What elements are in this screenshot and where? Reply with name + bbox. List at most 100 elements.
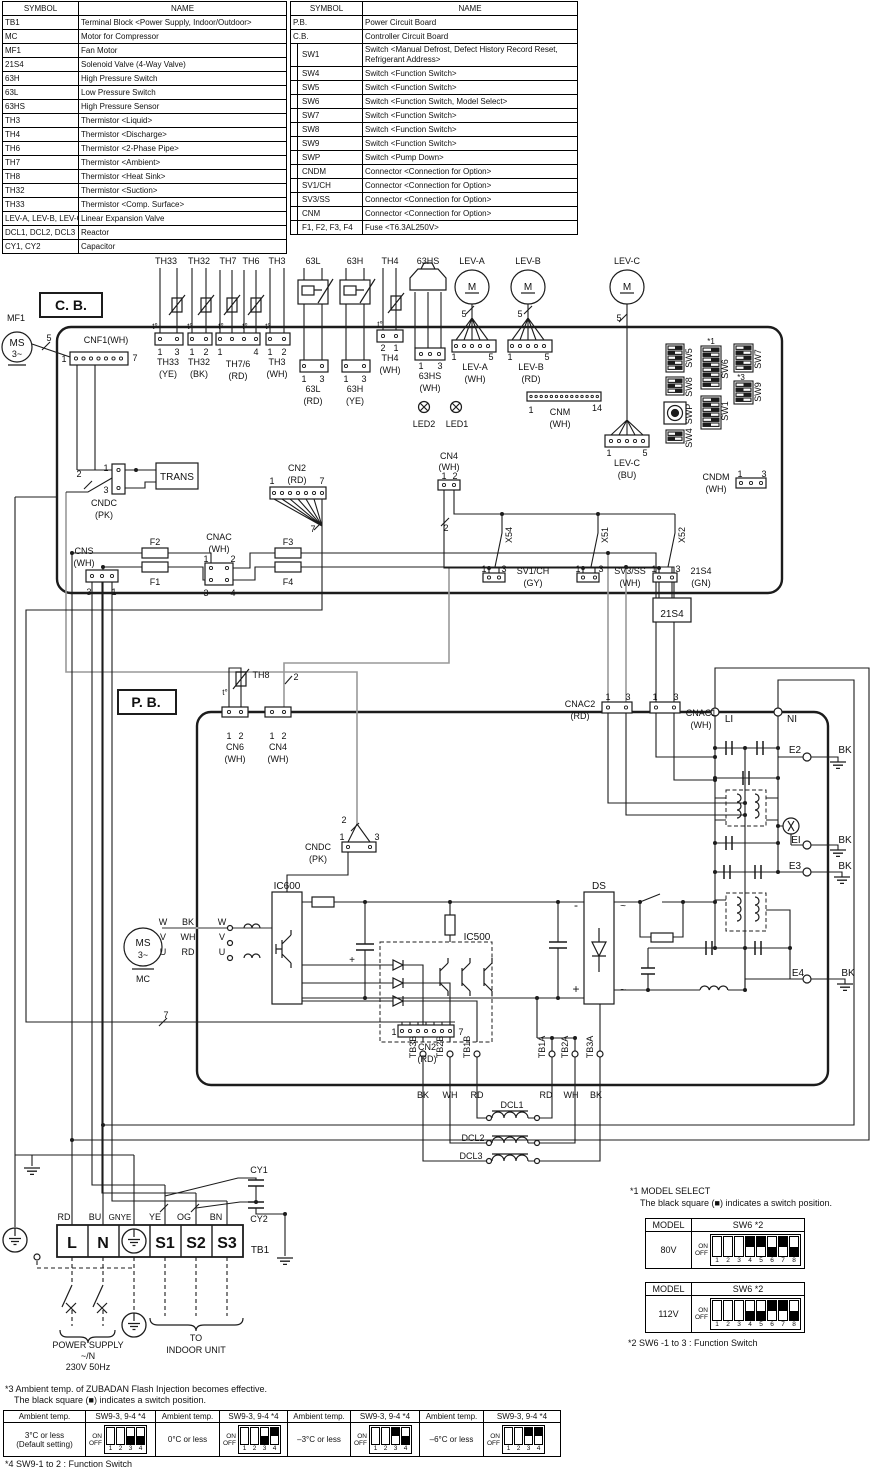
ic600-igbt xyxy=(275,930,292,968)
v-term: V xyxy=(219,932,225,942)
ds-box xyxy=(583,891,615,1005)
levb-p5: 5 xyxy=(544,352,549,362)
e3-terminal xyxy=(802,867,812,877)
th3-col: (WH) xyxy=(267,369,288,379)
dip-number: 4 xyxy=(536,1445,541,1452)
cn4cb-p2: 2 xyxy=(452,471,457,481)
ps-line3: 230V 50Hz xyxy=(66,1362,111,1372)
s63hs-name: 63HS xyxy=(419,371,442,381)
th6-top: TH6 xyxy=(242,256,259,266)
protective-earth-left xyxy=(2,1227,28,1253)
indoor-line2: INDOOR UNIT xyxy=(166,1345,226,1355)
dip-position xyxy=(250,1427,259,1445)
ei-option-symbol xyxy=(782,817,800,835)
name-cell: Power Circuit Board xyxy=(362,15,578,30)
li-terminal xyxy=(710,707,720,717)
21s4-connector xyxy=(652,572,678,583)
symbol-cell: TH6 xyxy=(2,141,79,156)
63hs-symbol xyxy=(409,262,447,291)
dip-number: 7 xyxy=(781,1321,785,1328)
cndcpb-name: CNDC xyxy=(305,842,331,852)
th3-p1: 1 xyxy=(267,347,272,357)
symbol-cell: CNM xyxy=(290,206,363,221)
symbol-cell: P.B. xyxy=(290,15,363,30)
x52-label: X52 xyxy=(677,527,687,543)
dip-position xyxy=(734,1300,744,1321)
dcl3-label: DCL3 xyxy=(459,1151,482,1161)
cnac-col: (WH) xyxy=(209,544,230,554)
sv3-p1: 1 xyxy=(575,564,580,574)
s63hs-col: (WH) xyxy=(420,383,441,393)
cnac1-connector xyxy=(649,701,681,714)
levc-m: M xyxy=(623,282,631,293)
cndc-col: (PK) xyxy=(95,510,113,520)
dip-position xyxy=(126,1427,135,1445)
wires xyxy=(14,268,870,1256)
s63hs-top: 63HS xyxy=(417,256,440,266)
ambient-temp-value: 0°C or less xyxy=(155,1422,220,1457)
power-supply-brace xyxy=(59,1329,116,1344)
dip-number: 3 xyxy=(393,1445,398,1452)
transformer-coils xyxy=(736,793,760,922)
dip-number: 4 xyxy=(272,1445,277,1452)
mf1-count: 5 xyxy=(46,333,51,343)
fuse-f1 xyxy=(141,561,169,573)
dip-on-label: ON xyxy=(357,1432,367,1440)
cnac1-p1: 1 xyxy=(652,692,657,702)
cnac-name: CNAC xyxy=(206,532,232,542)
dip-number: 3 xyxy=(737,1257,741,1264)
dip-position xyxy=(260,1427,269,1445)
ei-terminal xyxy=(802,840,812,850)
name-cell: Linear Expansion Valve xyxy=(78,211,287,226)
table-row: C.B.Controller Circuit Board xyxy=(290,29,578,44)
dip-position xyxy=(756,1236,766,1257)
dip-position xyxy=(789,1300,799,1321)
dip-position xyxy=(524,1427,533,1445)
tb3b-terminal xyxy=(419,1050,427,1058)
symbol-cell: CNDM xyxy=(290,164,363,179)
th4-col: (WH) xyxy=(380,365,401,375)
dip-number: 5 xyxy=(759,1321,763,1328)
name-cell: Switch <Function Switch> xyxy=(362,108,578,123)
dip-position xyxy=(534,1427,543,1445)
symbol-cell: 63H xyxy=(2,71,79,86)
w-bk: BK xyxy=(182,917,194,927)
ds-minus: - xyxy=(574,898,578,912)
cnac-p3: 3 xyxy=(203,588,208,598)
sw7-label: SW7 xyxy=(753,349,763,369)
led1-label: LED1 xyxy=(446,419,469,429)
th76-p1: 1 xyxy=(217,347,222,357)
tb2a-terminal xyxy=(571,1050,579,1058)
ic500-igbts xyxy=(439,958,493,996)
model-value: 80V xyxy=(645,1231,692,1269)
dip-number: 3 xyxy=(526,1445,531,1452)
ds-plus: + xyxy=(572,982,579,996)
connector-boxes xyxy=(69,329,767,1038)
name-cell: Connector <Connection for Option> xyxy=(362,164,578,179)
th4-connector xyxy=(376,329,404,343)
e2-label: E2 xyxy=(789,745,802,756)
s63hs-p3: 3 xyxy=(437,361,442,371)
symbol-cell: SWP xyxy=(290,150,363,165)
leva-name: LEV-A xyxy=(462,362,488,372)
cnf1-p7: 7 xyxy=(132,353,137,363)
symbol-cell: TH7 xyxy=(2,155,79,170)
tb2a-label: TB2A xyxy=(560,1036,570,1059)
dip-position xyxy=(504,1427,513,1445)
dip-number: 1 xyxy=(242,1445,247,1452)
symbol-cell: MF1 xyxy=(2,43,79,58)
th32-t: t° xyxy=(187,322,192,331)
ei-label: EI xyxy=(791,835,800,846)
